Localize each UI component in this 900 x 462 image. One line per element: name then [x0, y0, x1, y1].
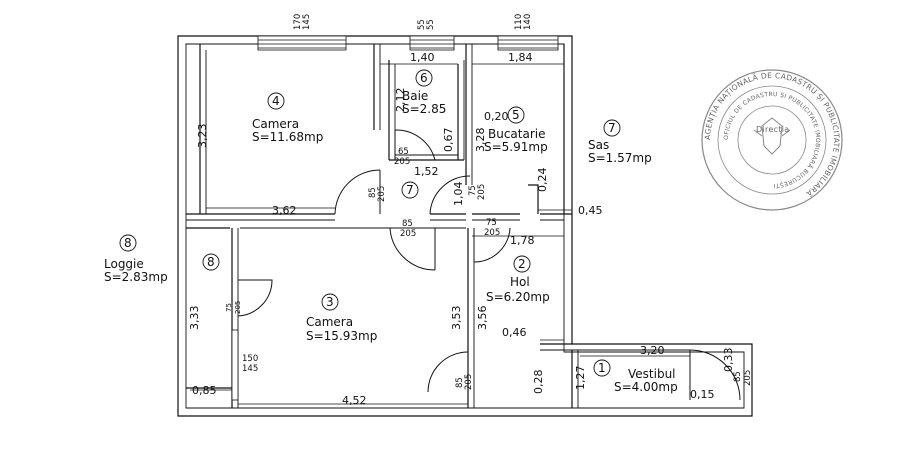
door-label: 205: [400, 229, 416, 239]
dimension-label: 3,62: [272, 204, 297, 217]
room-number: 7: [406, 183, 414, 197]
room-number-circle: [119, 234, 137, 252]
window-label: 170: [293, 14, 303, 30]
window-label: 145: [242, 364, 258, 374]
door-label: 205: [234, 301, 242, 314]
room-area: S=2.83mp: [104, 270, 168, 284]
room-number: 6: [420, 71, 428, 85]
dimension-label: 1,27: [574, 366, 587, 391]
door-label: 205: [477, 184, 487, 200]
dimension-label: 3,20: [640, 344, 665, 357]
door-label: 75: [225, 303, 233, 312]
door-label: 75: [486, 218, 497, 228]
window-labels: 170 145 55 55 110 140: [293, 14, 533, 30]
door-label: 85: [733, 371, 743, 382]
dimension-labels: 1,40 1,84 2,12 3,23 0,20 3,28 0,67 1,52 …: [188, 51, 735, 407]
door-label: 65: [398, 147, 409, 157]
dimension-label: 3,28: [474, 128, 487, 153]
door-label: 205: [743, 370, 753, 386]
dimension-label: 1,78: [510, 234, 535, 247]
room-number: 3: [326, 295, 334, 309]
room-area: S=1.57mp: [588, 151, 652, 165]
door-label: 85: [455, 377, 465, 388]
window-label: 55: [417, 19, 427, 30]
door-label: 205: [484, 228, 500, 238]
stamp-center-text: Direcția: [756, 125, 789, 135]
room-area: S=11.68mp: [252, 130, 323, 144]
dimension-label: 3,53: [450, 306, 463, 331]
door-label: 75: [468, 185, 478, 196]
room-area: S=2.85: [402, 102, 446, 116]
dimension-lines: [190, 63, 690, 405]
room-name: Sas: [588, 138, 609, 152]
dimension-label: 0,33: [722, 348, 735, 373]
door-swings: [237, 129, 741, 401]
room-labels: 4 Camera S=11.68mp 6 Baie S=2.85 5 Bucat…: [104, 69, 678, 394]
dimension-label: 1,40: [410, 51, 435, 64]
room-number-circle: [415, 69, 433, 87]
dimension-label: 1,52: [414, 165, 439, 178]
room-number: 7: [608, 121, 616, 135]
room-number-circle: [593, 359, 611, 377]
dimension-label: 4,52: [342, 394, 367, 407]
door-label: 85: [402, 219, 413, 229]
dimension-label: 0,85: [192, 384, 217, 397]
door-labels: 65 205 85 205 85 205 75 205 75 205 75 20…: [225, 147, 753, 390]
dimension-label: 1,84: [508, 51, 533, 64]
room-name: Baie: [402, 89, 428, 103]
dimension-label: 1,04: [452, 182, 465, 207]
dimension-label: 3,23: [196, 124, 209, 149]
window-label: 55: [426, 19, 436, 30]
room-number-circle: [507, 106, 525, 124]
room-number: 8: [124, 236, 132, 250]
room-name: Hol: [510, 275, 530, 289]
dimension-label: 0,20: [484, 110, 509, 123]
room-name: Vestibul: [628, 367, 676, 381]
room-number: 5: [512, 108, 520, 122]
room-number: 2: [518, 257, 526, 271]
window-label: 150: [242, 354, 258, 364]
dimension-label: 0,46: [502, 326, 527, 339]
room-name: Loggie: [104, 257, 144, 271]
dimension-label: 2,12: [394, 88, 407, 113]
door-label: 205: [464, 374, 474, 390]
cadastre-stamp: [701, 69, 843, 211]
room-area: S=6.20mp: [486, 290, 550, 304]
dimension-label: 0,28: [532, 370, 545, 395]
windows: [231, 35, 559, 401]
door-label: 205: [394, 157, 410, 167]
dimension-label: 0,45: [578, 204, 603, 217]
dimension-label: 0,67: [442, 128, 455, 153]
room-area: S=15.93mp: [306, 329, 377, 343]
room-area: S=4.00mp: [614, 380, 678, 394]
window-label: 110: [514, 14, 524, 30]
room-number-circle: [513, 255, 531, 273]
dimension-label: 3,33: [188, 306, 201, 331]
room-number-circle: [603, 119, 621, 137]
room-name: Camera: [252, 117, 299, 131]
room-name: Bucatarie: [488, 127, 546, 141]
dimension-label: 0,15: [690, 388, 715, 401]
room-number: 1: [598, 361, 606, 375]
window-label: 145: [302, 14, 312, 30]
window-label: 140: [523, 14, 533, 30]
room-area: S=5.91mp: [484, 140, 548, 154]
room-number-circle: [321, 293, 339, 311]
door-label: 205: [377, 186, 387, 202]
room-number: 8: [207, 255, 215, 269]
room-number-circle: [202, 253, 220, 271]
room-number-circle: [267, 92, 285, 110]
walls: [177, 35, 753, 417]
room-number-circle: [401, 181, 419, 199]
dimension-label: 3,56: [476, 306, 489, 331]
dimension-label: 0,24: [536, 168, 549, 193]
room-number: 4: [272, 94, 280, 108]
room-name: Camera: [306, 315, 353, 329]
door-label: 85: [368, 187, 378, 198]
